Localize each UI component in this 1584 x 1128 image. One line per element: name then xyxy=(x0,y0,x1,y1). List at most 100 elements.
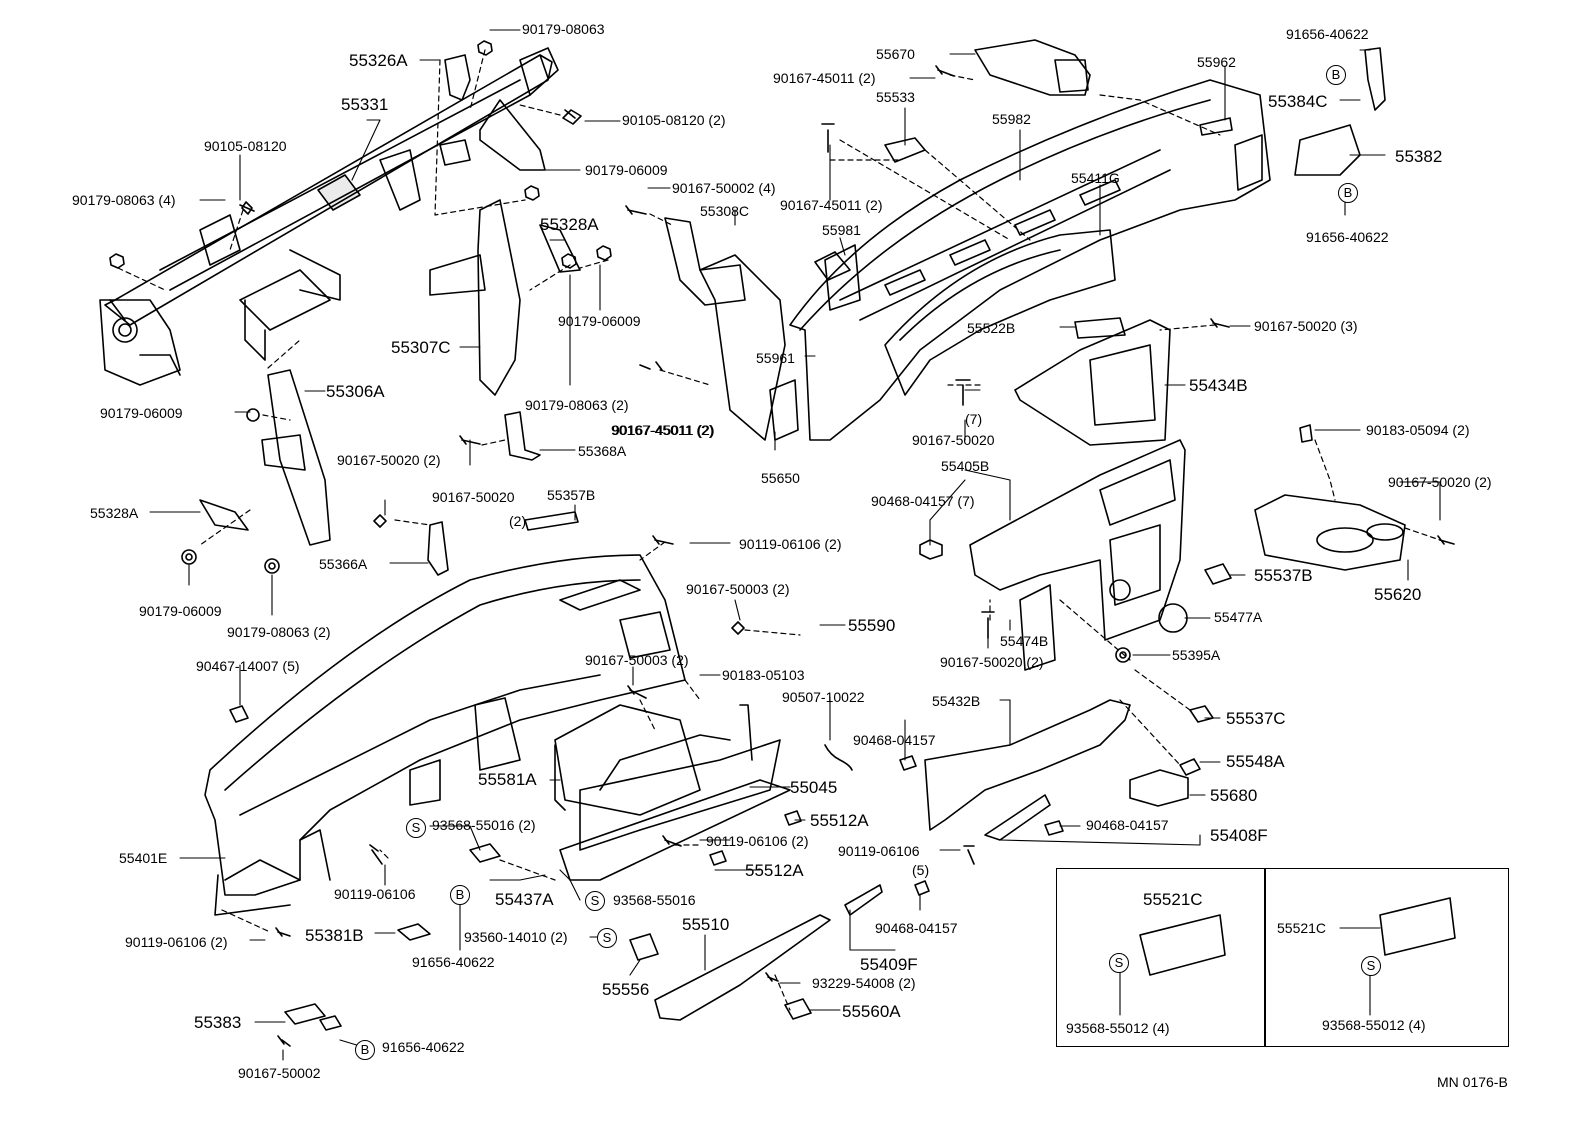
part-label: 90167-45011 (2) xyxy=(612,422,715,438)
strip-55357b xyxy=(524,511,579,531)
symbol-b: B xyxy=(450,885,470,905)
glove-box xyxy=(554,704,791,881)
part-label: 90179-06009 xyxy=(139,603,222,619)
part-label: 90467-14007 (5) xyxy=(196,658,300,674)
part-label: 90167-50020 (2) xyxy=(940,654,1044,670)
part-label: 91656-40622 xyxy=(412,954,495,970)
part-label: 90167-50020 (2) xyxy=(1388,474,1492,490)
part-label: 90468-04157 (7) xyxy=(871,493,975,509)
part-label: 55533 xyxy=(876,89,915,105)
bracket-55326a xyxy=(444,54,471,101)
part-label: 93568-55016 (2) xyxy=(432,817,536,833)
part-label: 55307C xyxy=(391,338,451,357)
part-label: 93229-54008 (2) xyxy=(812,975,916,991)
part-label: 90507-10022 xyxy=(782,689,865,705)
part-label: 90119-06106 xyxy=(838,843,920,859)
part-label: 55405B xyxy=(941,458,990,474)
cup-holder-55620 xyxy=(1254,494,1406,571)
part-label: 90179-08063 (2) xyxy=(227,624,331,640)
part-label: 55581A xyxy=(478,770,537,789)
part-label: 55368A xyxy=(578,443,627,459)
part-label: 55328A xyxy=(540,215,599,234)
nuts xyxy=(109,40,612,574)
part-label: 90179-06009 xyxy=(100,405,183,421)
part-label: 55382 xyxy=(1395,147,1443,166)
symbol-s: S xyxy=(1361,956,1381,976)
part-label: 55512A xyxy=(745,861,804,880)
part-label: 90105-08120 (2) xyxy=(622,112,726,128)
part-label: 55477A xyxy=(1214,609,1263,625)
part-55409f xyxy=(844,884,883,916)
inset-divider xyxy=(1264,868,1266,1047)
part-label: 55434B xyxy=(1189,376,1248,395)
part-label: 55650 xyxy=(761,470,800,486)
part-label: 55556 xyxy=(602,980,650,999)
bracket-55308c xyxy=(664,217,746,306)
part-label: 55432B xyxy=(932,693,981,709)
part-label: 55521C xyxy=(1277,920,1327,936)
part-label: 90167-50020 (2) xyxy=(337,452,441,468)
part-label: 55409F xyxy=(860,955,918,974)
symbol-b: B xyxy=(1338,183,1358,203)
part-label: 90119-06106 (2) xyxy=(739,536,842,552)
duct-55670 xyxy=(974,39,1091,96)
part-label: 90183-05103 xyxy=(722,667,805,683)
part-label: 55961 xyxy=(756,350,795,366)
part-label: 91656-40622 xyxy=(1306,229,1389,245)
symbol-s: S xyxy=(1109,953,1129,973)
part-label: 55590 xyxy=(848,616,896,635)
part-label: 90167-50003 (2) xyxy=(585,652,689,668)
part-label: 90167-50020 (3) xyxy=(1254,318,1358,334)
part-label: 91656-40622 xyxy=(382,1039,465,1055)
part-label: 55521C xyxy=(1143,890,1203,909)
part-label: 90167-50020 xyxy=(432,489,515,505)
part-label: 55328A xyxy=(90,505,139,521)
symbol-s: S xyxy=(585,891,605,911)
part-label: 55326A xyxy=(349,51,408,70)
part-label: 90183-05094 (2) xyxy=(1366,422,1470,438)
part-label: 93560-14010 (2) xyxy=(464,929,568,945)
part-label: 93568-55012 (4) xyxy=(1066,1020,1170,1036)
part-label: 55680 xyxy=(1210,786,1258,805)
part-label: 90179-06009 xyxy=(585,162,668,178)
part-label: 55045 xyxy=(790,778,838,797)
part-label: 55383 xyxy=(194,1013,242,1032)
part-label: 55962 xyxy=(1197,54,1236,70)
part-label: 55560A xyxy=(842,1002,901,1021)
part-label: 55982 xyxy=(992,111,1031,127)
part-label: 93568-55012 (4) xyxy=(1322,1017,1426,1033)
part-label: 55381B xyxy=(305,926,364,945)
part-label: 90167-45011 (2) xyxy=(611,422,714,438)
duct-55650 xyxy=(699,254,786,441)
bracket-55307c xyxy=(477,199,521,396)
part-label: 90179-08063 (4) xyxy=(72,192,176,208)
part-label: 55331 xyxy=(341,95,389,114)
part-label: 90179-08063 xyxy=(522,21,605,37)
part-label: 90468-04157 xyxy=(1086,817,1169,833)
instrument-panel xyxy=(204,554,686,916)
bracket-55306a xyxy=(267,369,331,546)
part-label: 55537C xyxy=(1226,709,1286,728)
part-label: (5) xyxy=(912,862,930,878)
part-label: 55411G xyxy=(1071,170,1120,186)
drawing-code: MN 0176-B xyxy=(1437,1074,1508,1090)
part-label: 90167-50002 (4) xyxy=(672,180,776,196)
symbol-b: B xyxy=(355,1040,375,1060)
part-label: 55401E xyxy=(119,850,168,866)
symbol-b: B xyxy=(1326,65,1346,85)
lower-panel-55510 xyxy=(654,914,831,1021)
dashed-lines xyxy=(117,49,1441,1011)
cluster-hood-55411g xyxy=(884,229,1116,396)
center-panel-55405b xyxy=(969,439,1186,671)
part-label: 55306A xyxy=(326,382,385,401)
part-label: 91656-40622 xyxy=(1286,26,1369,42)
part-label: 90119-06106 (2) xyxy=(706,833,809,849)
bolts xyxy=(239,65,1455,1047)
part-label: 55620 xyxy=(1374,585,1422,604)
part-label: 55308C xyxy=(700,203,750,219)
part-label: 55408F xyxy=(1210,826,1268,845)
part-label: 90468-04157 xyxy=(853,732,936,748)
clip-55328a xyxy=(539,224,581,273)
part-label: 55670 xyxy=(876,46,915,62)
